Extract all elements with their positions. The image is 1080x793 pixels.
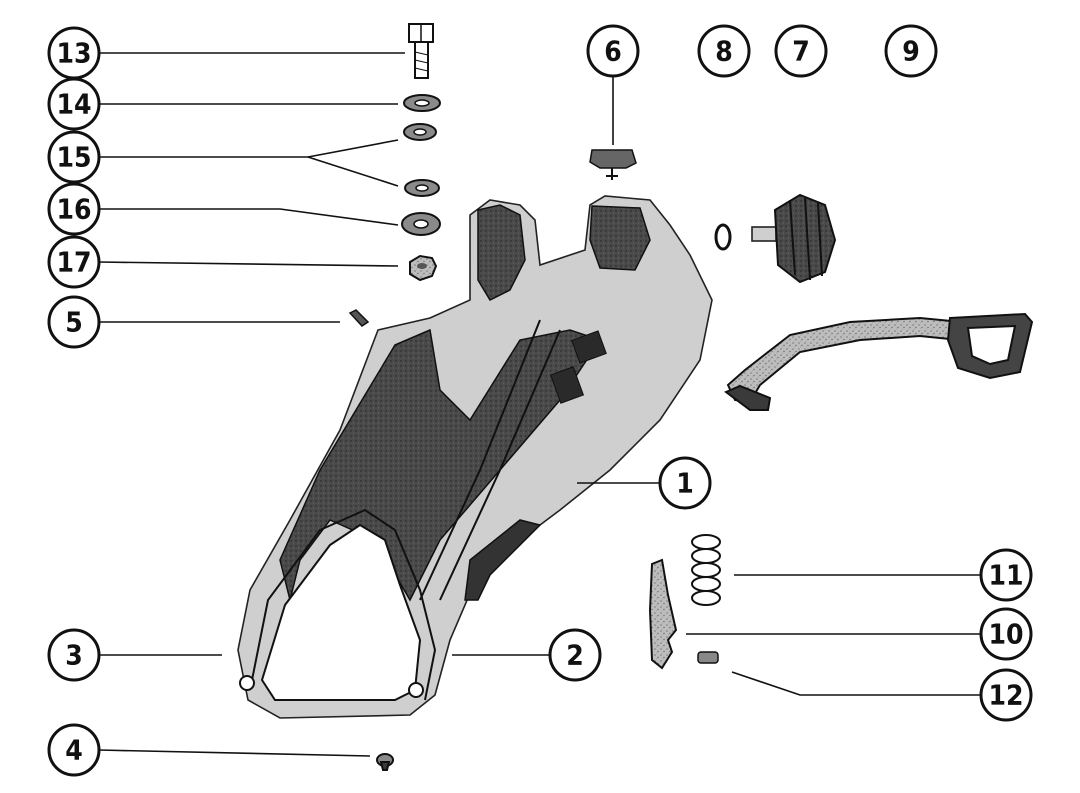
knob-part xyxy=(751,193,837,284)
callout-3-label: 3 xyxy=(65,639,83,672)
callout-4: 4 xyxy=(47,723,101,777)
nut-part xyxy=(409,254,438,282)
leader-16 xyxy=(99,208,399,226)
callout-5-label: 5 xyxy=(65,306,83,339)
washer-part-15-lower xyxy=(404,179,440,197)
callout-10-label: 10 xyxy=(988,618,1023,651)
callout-15-label: 15 xyxy=(56,141,91,174)
spring-part xyxy=(691,534,721,606)
callout-1: 1 xyxy=(658,456,712,510)
callout-5: 5 xyxy=(47,295,101,349)
pin-part xyxy=(348,309,370,327)
callout-13: 13 xyxy=(47,26,101,80)
washer-part-14 xyxy=(403,94,441,112)
callout-9: 9 xyxy=(884,24,938,78)
clip-part xyxy=(589,149,637,180)
callout-15: 15 xyxy=(47,130,101,184)
block-part xyxy=(697,651,719,664)
callout-9-label: 9 xyxy=(902,35,920,68)
leader-4 xyxy=(98,749,371,757)
screw-part xyxy=(376,753,394,771)
callout-14: 14 xyxy=(47,77,101,131)
callout-2: 2 xyxy=(548,628,602,682)
callout-13-label: 13 xyxy=(56,37,91,70)
bolt-part xyxy=(408,23,434,79)
callout-8: 8 xyxy=(697,24,751,78)
leader-15b xyxy=(307,139,399,158)
callout-17: 17 xyxy=(47,235,101,289)
tiller-arm-part xyxy=(724,312,1034,411)
callout-11: 11 xyxy=(979,548,1033,602)
callout-14-label: 14 xyxy=(56,88,91,121)
callout-7-label: 7 xyxy=(792,35,810,68)
leader-15c xyxy=(307,156,399,187)
washer-part-15-upper xyxy=(403,123,437,141)
callout-12-label: 12 xyxy=(988,679,1023,712)
callout-10: 10 xyxy=(979,607,1033,661)
latch-lever-part xyxy=(648,558,678,670)
o-ring-part xyxy=(714,223,732,251)
callout-2-label: 2 xyxy=(566,639,584,672)
callout-8-label: 8 xyxy=(715,35,733,68)
callout-4-label: 4 xyxy=(65,734,83,767)
callout-11-label: 11 xyxy=(988,559,1023,592)
callout-17-label: 17 xyxy=(56,246,91,279)
callout-16-label: 16 xyxy=(56,193,91,226)
callout-7: 7 xyxy=(774,24,828,78)
callout-12: 12 xyxy=(979,668,1033,722)
washer-part-16 xyxy=(401,212,441,236)
leader-17 xyxy=(98,261,399,267)
rivet-left-part xyxy=(239,675,255,691)
callout-3: 3 xyxy=(47,628,101,682)
callout-6-label: 6 xyxy=(604,35,622,68)
callout-1-label: 1 xyxy=(676,467,694,500)
callout-16: 16 xyxy=(47,182,101,236)
callout-6: 6 xyxy=(586,24,640,78)
swivel-bracket-part xyxy=(237,195,713,719)
leader-lines xyxy=(98,52,980,757)
rivet-right-part xyxy=(408,682,424,698)
leader-12 xyxy=(731,671,980,696)
